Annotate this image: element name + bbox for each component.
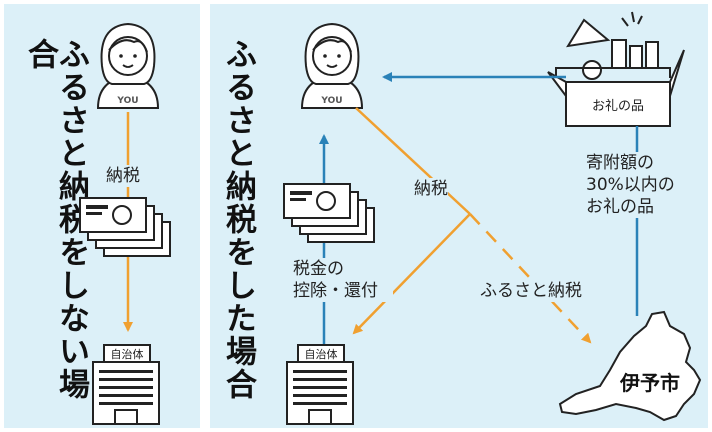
gift-box-icon: お礼の品 <box>547 11 685 127</box>
city-label: 伊予市 <box>619 371 680 395</box>
building-label: 自治体 <box>305 347 338 361</box>
municipal-building-icon: 自治体 <box>92 344 160 425</box>
iyo-city-map-icon <box>558 310 702 422</box>
gift-rule-text: 寄附額の 30%以内の お礼の品 <box>586 152 682 218</box>
money-icon <box>283 183 375 243</box>
box-label: お礼の品 <box>592 98 644 114</box>
municipal-building-icon: 自治体 <box>286 344 354 425</box>
right-panel-title: ふるさと納税をした場合 <box>220 38 256 401</box>
building-label: 自治体 <box>111 347 144 361</box>
tax-arrow-right <box>352 213 471 335</box>
tax-line <box>355 107 471 215</box>
person-icon: YOU <box>96 22 160 109</box>
tax-label-right: 納税 <box>414 178 448 200</box>
you-badge: YOU <box>320 96 342 106</box>
you-badge: YOU <box>116 96 138 106</box>
furusato-label: ふるさと納税 <box>480 280 582 302</box>
money-icon <box>79 197 171 257</box>
furusato-arrow <box>469 213 592 344</box>
tax-label-left: 納税 <box>106 165 140 187</box>
person-icon: YOU <box>300 22 364 109</box>
deduction-text: 税金の 控除・還付 <box>293 258 393 302</box>
